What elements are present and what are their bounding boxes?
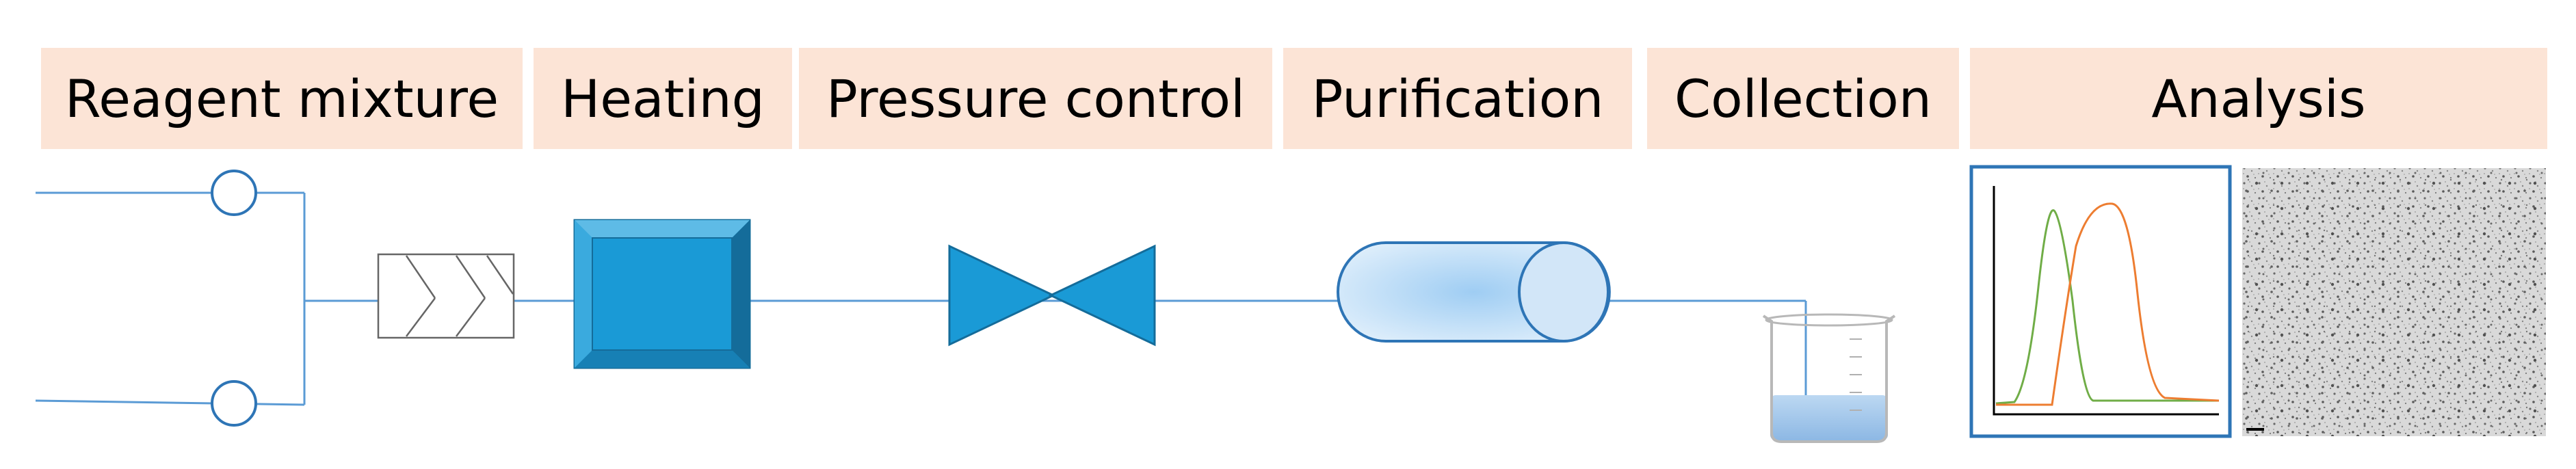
static-mixer-icon <box>377 253 515 339</box>
chromatogram-trace-orange <box>1996 202 2220 406</box>
pressure-valve-icon <box>948 244 1156 347</box>
stage-label-heating: Heating <box>534 48 792 149</box>
chromatogram-trace-green <box>1995 209 2219 405</box>
inlet-valve-icon <box>211 170 257 216</box>
stage-label-reagent-mixture: Reagent mixture <box>41 48 523 149</box>
chromatogram-axes <box>1993 186 2219 416</box>
stage-label-collection: Collection <box>1647 48 1959 149</box>
chromatogram-icon <box>1969 165 2232 438</box>
stage-label-pressure-control: Pressure control <box>799 48 1272 149</box>
inlet-valve-icon <box>211 380 257 427</box>
stage-label-purification: Purification <box>1283 48 1632 149</box>
beaker-icon <box>1762 313 1896 443</box>
stage-label-analysis: Analysis <box>1970 48 2547 149</box>
microscopy-image-icon <box>2242 168 2546 436</box>
lower-inlet-line <box>35 399 305 406</box>
purification-column-icon <box>1337 241 1611 343</box>
heater-block-icon <box>573 219 751 369</box>
